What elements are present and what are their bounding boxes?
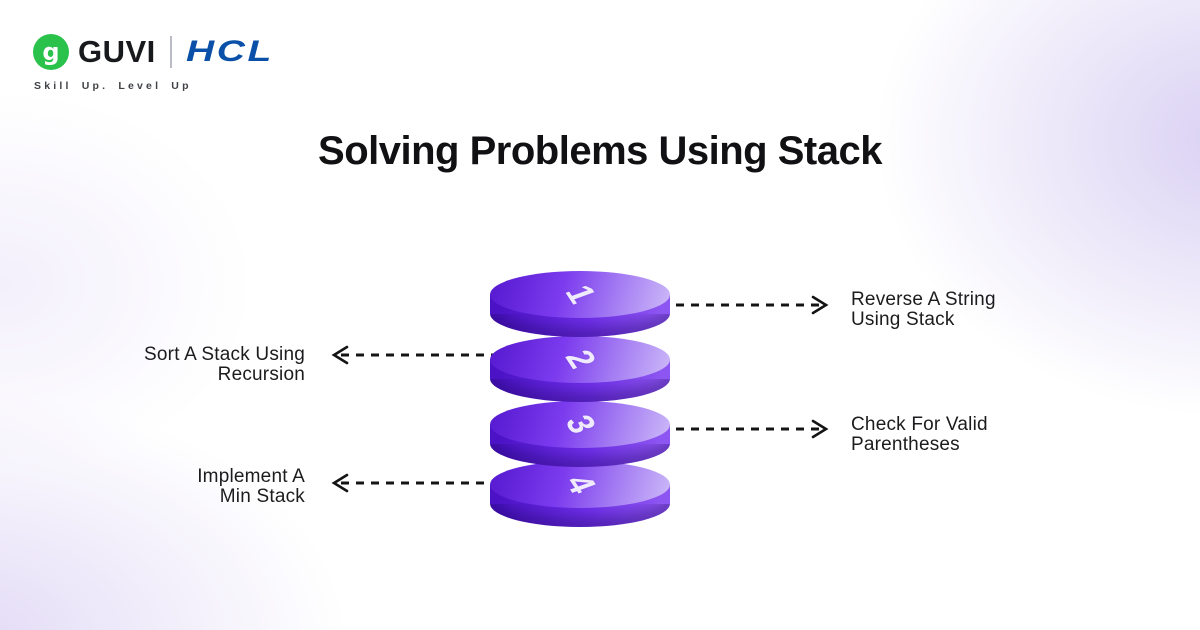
disc-1-face: 1	[490, 271, 670, 318]
brand-header: g GUVI HCL	[33, 34, 271, 70]
label-min-stack: Implement A Min Stack	[95, 467, 305, 507]
guvi-logo-icon: g	[33, 34, 69, 70]
label-reverse-string: Reverse A String Using Stack	[851, 290, 1081, 330]
stack-diagram: 1 2 3 4	[490, 271, 670, 531]
dashed-arrow-right-3-icon	[643, 419, 839, 439]
brand-tagline: Skill Up. Level Up	[34, 80, 192, 92]
dashed-arrow-right-1-icon	[643, 295, 839, 315]
page-title: Solving Problems Using Stack	[318, 129, 882, 173]
label-line: Min Stack	[219, 486, 305, 507]
label-valid-parentheses: Check For Valid Parentheses	[851, 415, 1081, 455]
stack-disc-3: 3	[490, 401, 670, 467]
label-line: Sort A Stack Using	[144, 344, 305, 365]
hcl-wordmark: HCL	[185, 35, 274, 68]
label-line: Check For Valid	[851, 414, 988, 435]
disc-3-number: 3	[556, 410, 604, 439]
stack-disc-4: 4	[490, 461, 670, 527]
disc-4-face: 4	[490, 461, 670, 508]
disc-2-face: 2	[490, 336, 670, 383]
dashed-arrow-left-2-icon	[321, 345, 517, 365]
label-line: Parentheses	[851, 434, 960, 455]
label-line: Reverse A String	[851, 289, 996, 310]
disc-1-number: 1	[556, 280, 604, 309]
logo-divider	[169, 36, 172, 68]
guvi-logo-glyph: g	[42, 38, 60, 66]
label-line: Using Stack	[851, 309, 955, 330]
label-line: Recursion	[217, 364, 305, 385]
stack-disc-2: 2	[490, 336, 670, 402]
stack-disc-1: 1	[490, 271, 670, 337]
guvi-wordmark: GUVI	[78, 34, 156, 69]
disc-3-face: 3	[490, 401, 670, 448]
dashed-arrow-left-4-icon	[321, 473, 517, 493]
disc-2-number: 2	[556, 345, 604, 374]
label-sort-stack: Sort A Stack Using Recursion	[95, 345, 305, 385]
disc-4-number: 4	[556, 470, 604, 499]
label-line: Implement A	[197, 466, 305, 487]
